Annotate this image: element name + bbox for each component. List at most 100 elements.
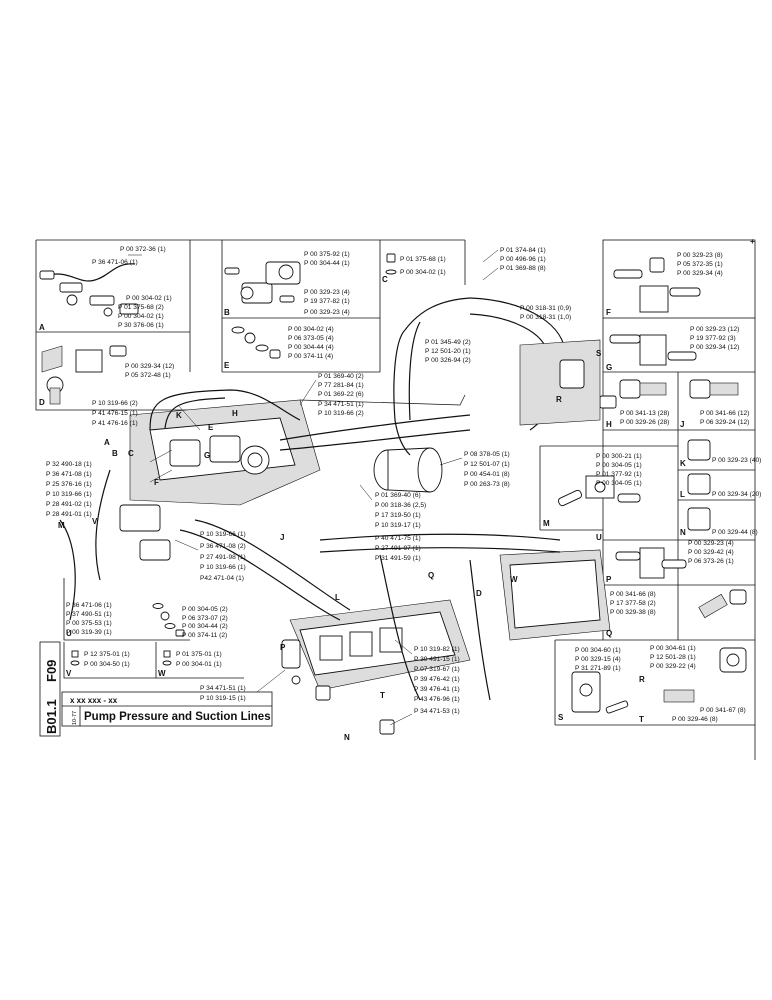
panel-letter-v: V (66, 669, 72, 678)
callout-bottom-center-5: P 43 476-96 (1) (414, 696, 460, 703)
callout-center-3: P 10 319-17 (1) (375, 522, 421, 529)
callout-center-right-2: P 00 454-01 (8) (464, 471, 510, 478)
callout-left-2: P 25 376-16 (1) (46, 481, 92, 488)
callout-mid-0: P 01 345-49 (2) (425, 339, 471, 346)
part-m-3: P 00 304-05 (1) (596, 480, 642, 487)
panel-letter-d: D (39, 398, 45, 407)
marker-a: A (104, 438, 110, 447)
panel-letter-c: C (382, 275, 388, 284)
callout-lower-left-0: P 10 319-66 (1) (200, 531, 246, 538)
part-b-2: P 00 329-23 (4) (304, 289, 350, 296)
callout-left-upper-1: P 41 476-15 (1) (92, 410, 138, 417)
part-a-0: P 00 372-36 (1) (120, 246, 166, 253)
part-e-2: P 00 304-44 (4) (288, 344, 334, 351)
marker-q: Q (428, 571, 434, 580)
panel-letter-n: N (680, 528, 686, 537)
callout-center-4: P 40 471-75 (1) (375, 535, 421, 542)
part-a-2: P 00 304-02 (1) (126, 295, 172, 302)
callout-left-upper-2: P 41 476-16 (1) (92, 420, 138, 427)
panel-letter-a: A (39, 323, 45, 332)
panel-letter-s: S (558, 713, 564, 722)
part-s-2: P 31 271-89 (1) (575, 665, 621, 672)
callout-lower-left-1: P 36 471-08 (2) (200, 543, 246, 550)
callout-center-2: P 17 319-50 (1) (375, 512, 421, 519)
part-q-2: P 00 329-38 (8) (610, 609, 656, 616)
callout-upper-center-2: P 01 369-22 (6) (318, 391, 364, 398)
callout-center-5: P 27 491-97 (1) (375, 545, 421, 552)
callout-center-1: P 00 318-36 (2,5) (375, 502, 426, 509)
detail-panel-e: E P 00 304-02 (4) P 06 373-05 (4) P 00 3… (224, 326, 334, 370)
detail-panel-n: N P 00 329-44 (8) (680, 507, 758, 537)
detail-panel-h: H P 00 341-13 (28) P 00 329-26 (28) (599, 379, 669, 429)
marker-e: E (208, 423, 214, 432)
callout-bottom-center-4: P 39 476-41 (1) (414, 686, 460, 693)
callout-lower-left-4: P42 471-04 (1) (200, 575, 244, 582)
part-q-1: P 17 377-58 (2) (610, 600, 656, 607)
part-d-0: P 00 329-34 (12) (125, 363, 174, 370)
marker-s: S (596, 349, 602, 358)
callout-left-upper-0: P 10 319-66 (2) (92, 400, 138, 407)
detail-panel-l: L P 00 329-34 (20) (680, 473, 761, 499)
panel-letter-m: M (543, 519, 550, 528)
part-r-3: P 00 341-67 (8) (700, 707, 746, 714)
marker-r: R (556, 395, 562, 404)
detail-panel-m: M P 00 300-21 (1) P 00 304-05 (1) P 01 3… (543, 453, 642, 528)
callout-left-1: P 36 471-08 (1) (46, 471, 92, 478)
callout-bottom-left-1: P 37 490-51 (1) (66, 611, 112, 618)
part-w-0: P 01 375-01 (1) (176, 651, 222, 658)
detail-panel-c: C P 01 375-68 (1) P 00 304-02 (1) (382, 253, 446, 284)
callout-top-right-1: P 00 496-96 (1) (500, 256, 546, 263)
part-d-1: P 05 372-48 (1) (125, 372, 171, 379)
section-code: F09 (44, 660, 59, 682)
part-f-0: P 00 329-23 (8) (677, 252, 723, 259)
callout-left-3: P 10 319-66 (1) (46, 491, 92, 498)
part-r-1: P 12 501-28 (1) (650, 654, 696, 661)
right-detail-frame (539, 239, 756, 760)
callout-bottom-center-1: P 39 491-15 (1) (414, 656, 460, 663)
callout-center-right-1: P 12 501-07 (1) (464, 461, 510, 468)
marker-v: V (92, 517, 98, 526)
part-m-1: P 00 304-05 (1) (596, 462, 642, 469)
part-r-4: P 00 329-46 (8) (672, 716, 718, 723)
callout-top-right-2: P 01 369-88 (8) (500, 265, 546, 272)
part-l-0: P 00 329-34 (20) (712, 491, 761, 498)
part-r-2: P 00 329-22 (4) (650, 663, 696, 670)
callout-upper-center-0: P 01 369-40 (2) (318, 373, 364, 380)
panel-letter-e: E (224, 361, 230, 370)
part-s-1: P 00 329-15 (4) (575, 656, 621, 663)
page-code: B01.1 (44, 699, 59, 734)
part-c-0: P 01 375-68 (1) (400, 256, 446, 263)
callout-bottom-1: P 10 319-15 (1) (200, 695, 246, 702)
marker-c: C (128, 449, 134, 458)
callout-left-0: P 32 490-18 (1) (46, 461, 92, 468)
callout-bottom-center-6: P 34 471-53 (1) (414, 708, 460, 715)
part-p-0: P 00 329-23 (4) (688, 540, 734, 547)
panel-letter-q: Q (606, 629, 612, 638)
part-j-0: P 00 341-66 (12) (700, 410, 749, 417)
marker-b: B (112, 449, 118, 458)
marker-g: G (204, 451, 210, 460)
part-b-4: P 00 329-23 (4) (304, 309, 350, 316)
marker-letters: A B C D E F G H J K L M N P Q R S T U V … (58, 349, 602, 742)
marker-t-panel: T (639, 715, 644, 724)
part-e-0: P 00 304-02 (4) (288, 326, 334, 333)
part-n-0: P 00 329-44 (8) (712, 529, 758, 536)
left-detail-frame (35, 239, 466, 411)
callout-center-6: P 31 491-59 (1) (375, 555, 421, 562)
part-b-0: P 00 375-92 (1) (304, 251, 350, 258)
part-c-1: P 00 304-02 (1) (400, 269, 446, 276)
callout-top-right-3: P 00 318-31 (0,9) (520, 305, 571, 312)
part-b-1: P 00 304-44 (1) (304, 260, 350, 267)
part-u-0: P 00 304-05 (2) (182, 606, 228, 613)
marker-u: U (596, 533, 602, 542)
panel-letter-k: K (680, 459, 686, 468)
marker-h: H (232, 409, 238, 418)
part-s-0: P 00 304-60 (1) (575, 647, 621, 654)
part-v-1: P 00 304-50 (1) (84, 661, 130, 668)
marker-k: K (176, 411, 182, 420)
detail-panel-d: D P 00 329-34 (12) P 05 372-48 (1) (39, 345, 174, 407)
main-assembly-drawing (59, 297, 611, 735)
part-u-1: P 06 373-07 (2) (182, 615, 228, 622)
panel-letter-g: G (606, 363, 612, 372)
callout-lower-left-3: P 10 319-66 (1) (200, 564, 246, 571)
